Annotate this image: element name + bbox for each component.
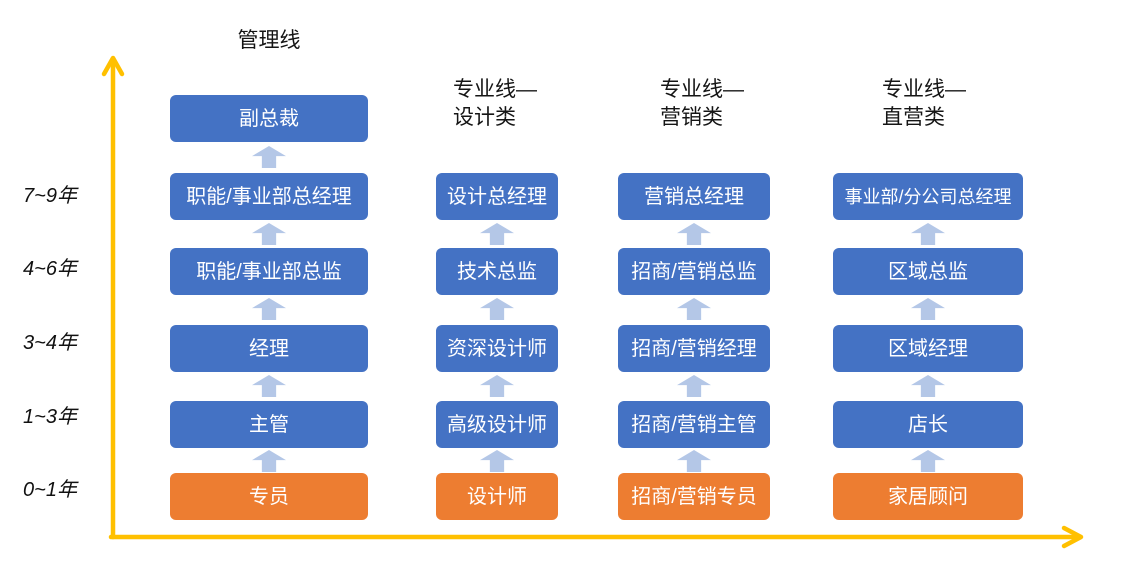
career-box-regional-director: 区域总监 [833,248,1023,295]
y-axis-label-3-4: 3~4年 [23,332,77,354]
up-arrow-icon [911,450,945,472]
column-header-design-line2: 设计类 [453,106,516,129]
up-arrow-icon [252,450,286,472]
column-design: 设计总经理 技术总监 资深设计师 高级设计师 设计师 [436,0,558,563]
column-marketing: 营销总经理 招商/营销总监 招商/营销经理 招商/营销主管 招商/营销专员 [618,0,770,563]
up-arrow-icon [677,298,711,320]
column-header-management: 管理线 [237,29,301,52]
up-arrow-icon [480,375,514,397]
career-box-marketing-supervisor: 招商/营销主管 [618,401,770,448]
up-arrow-icon [677,375,711,397]
column-header-design: 专业线— 设计类 [453,76,537,132]
career-box-specialist: 专员 [170,473,368,520]
up-arrow-icon [252,298,286,320]
y-axis-label-4-6: 4~6年 [23,258,77,280]
y-axis-label-1-3: 1~3年 [23,406,77,428]
career-box-marketing-specialist: 招商/营销专员 [618,473,770,520]
career-box-senior-expert-designer: 资深设计师 [436,325,558,372]
column-header-direct: 专业线— 直营类 [882,76,966,132]
column-header-marketing: 专业线— 营销类 [660,76,744,132]
up-arrow-icon [677,450,711,472]
up-arrow-icon [911,298,945,320]
up-arrow-icon [480,450,514,472]
career-box-tech-director: 技术总监 [436,248,558,295]
column-header-direct-line1: 专业线— [882,78,966,101]
y-axis-label-7-9: 7~9年 [23,185,77,207]
column-management: 副总裁 职能/事业部总经理 职能/事业部总监 经理 主管 专员 [170,0,368,563]
career-box-marketing-manager: 招商/营销经理 [618,325,770,372]
column-header-direct-line2: 直营类 [882,106,945,129]
career-box-manager: 经理 [170,325,368,372]
career-box-marketing-gm: 营销总经理 [618,173,770,220]
career-box-designer: 设计师 [436,473,558,520]
up-arrow-icon [911,223,945,245]
y-axis-arrowhead-icon [101,55,125,77]
career-box-home-consultant: 家居顾问 [833,473,1023,520]
career-box-function-bu-gm: 职能/事业部总经理 [170,173,368,220]
column-header-design-line1: 专业线— [453,78,537,101]
y-axis-label-0-1: 0~1年 [23,479,77,501]
up-arrow-icon [252,146,286,168]
career-box-senior-designer: 高级设计师 [436,401,558,448]
career-box-store-manager: 店长 [833,401,1023,448]
up-arrow-icon [480,298,514,320]
career-box-design-gm: 设计总经理 [436,173,558,220]
up-arrow-icon [677,223,711,245]
column-header-marketing-line2: 营销类 [660,106,723,129]
career-box-supervisor: 主管 [170,401,368,448]
up-arrow-icon [252,375,286,397]
career-box-marketing-director: 招商/营销总监 [618,248,770,295]
x-axis-arrowhead-icon [1061,525,1084,549]
up-arrow-icon [480,223,514,245]
career-box-regional-manager: 区域经理 [833,325,1023,372]
up-arrow-icon [911,375,945,397]
career-box-function-bu-director: 职能/事业部总监 [170,248,368,295]
column-direct: 事业部/分公司总经理 区域总监 区域经理 店长 家居顾问 [833,0,1023,563]
column-header-marketing-line1: 专业线— [660,78,744,101]
up-arrow-icon [252,223,286,245]
career-box-vice-president: 副总裁 [170,95,368,142]
career-box-bu-branch-gm: 事业部/分公司总经理 [833,173,1023,220]
